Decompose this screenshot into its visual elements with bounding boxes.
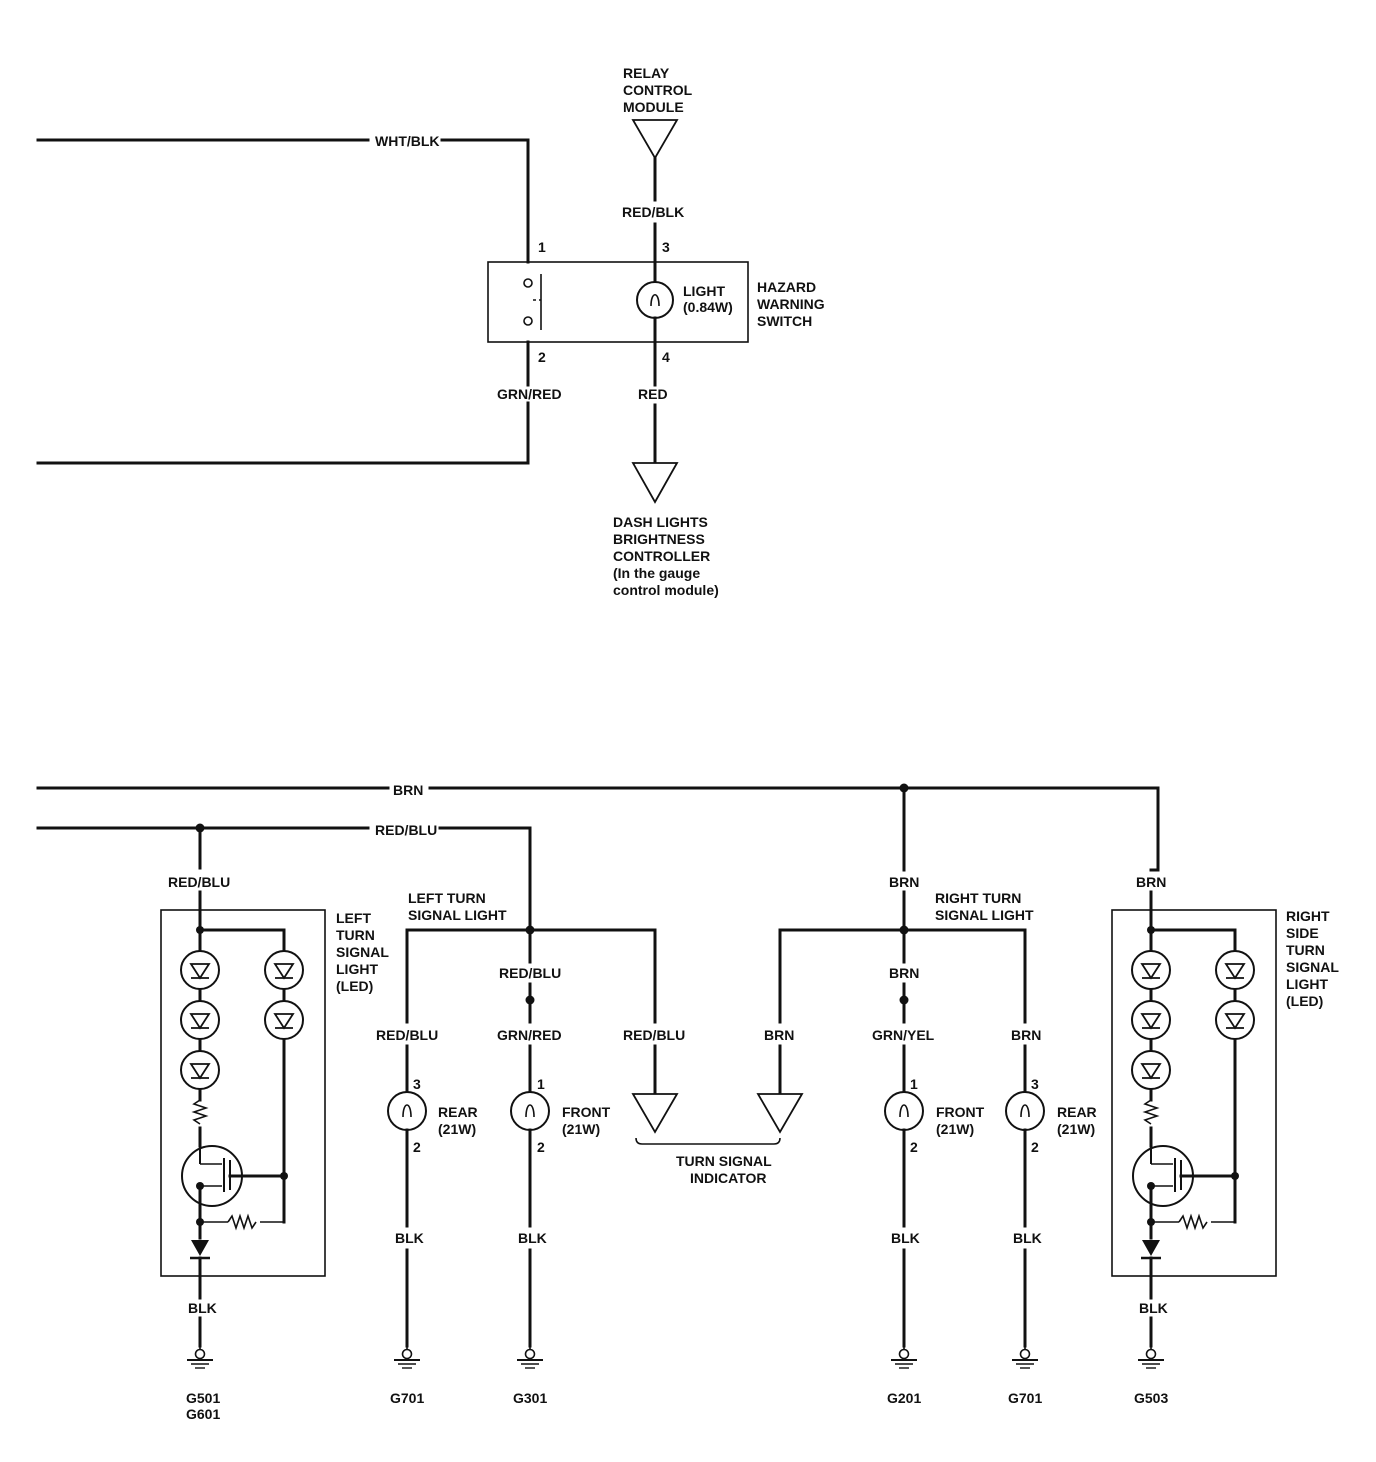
right-rear-pin-top: 3 [1031, 1076, 1039, 1092]
led-icon [1215, 950, 1255, 990]
ground-g701-left: G701 [390, 1390, 424, 1406]
left-rear-wire-label: RED/BLU [376, 1027, 438, 1043]
switch-contact-icon [523, 278, 533, 288]
ground-g701-right: G701 [1008, 1390, 1042, 1406]
left-led-wire-label: RED/BLU [168, 874, 230, 890]
relay-connector-icon [631, 119, 679, 160]
ground-g501: G501 G601 [186, 1390, 224, 1422]
right-led-gnd-wire-label: BLK [1139, 1300, 1168, 1316]
right-led-box [1111, 909, 1277, 1277]
ground-icon [890, 1341, 918, 1369]
left-front-pin-top: 1 [537, 1076, 545, 1092]
right-front-gnd-wire-label: BLK [891, 1230, 920, 1246]
wire-label-wht-blk: WHT/BLK [375, 133, 440, 149]
left-turn-label: LEFT TURN SIGNAL LIGHT [408, 890, 507, 923]
ground-icon [1011, 1341, 1039, 1369]
indicator-left-wire-label: RED/BLU [623, 1027, 685, 1043]
indicator-left-connector-icon [632, 1093, 678, 1133]
led-icon [1215, 1000, 1255, 1040]
right-turn-label: RIGHT TURN SIGNAL LIGHT [935, 890, 1034, 923]
ground-icon [393, 1341, 421, 1369]
led-icon [1131, 1050, 1171, 1090]
right-front-label: FRONT (21W) [936, 1104, 988, 1137]
resistor-icon [1142, 1099, 1160, 1125]
bus-label-red-blu: RED/BLU [375, 822, 437, 838]
left-rear-label: REAR (21W) [438, 1104, 482, 1137]
right-front-pin-top: 1 [910, 1076, 918, 1092]
left-front-pin-bot: 2 [537, 1139, 545, 1155]
led-icon [180, 1050, 220, 1090]
ground-g503: G503 [1134, 1390, 1168, 1406]
hazard-switch-box [487, 261, 749, 343]
led-icon [180, 950, 220, 990]
diode-icon [191, 1240, 209, 1256]
ground-icon [516, 1341, 544, 1369]
ground-g301: G301 [513, 1390, 547, 1406]
indicator-right-wire-label: BRN [764, 1027, 794, 1043]
left-front-upper-wire-label: RED/BLU [499, 965, 561, 981]
pin-3: 3 [662, 239, 670, 255]
led-icon [264, 1000, 304, 1040]
hazard-switch-label: HAZARD WARNING SWITCH [757, 279, 829, 329]
splice-icon [899, 995, 909, 1005]
diode-icon [1142, 1240, 1160, 1256]
indicator-bulb-icon [636, 281, 674, 319]
hazard-circuit: WHT/BLK GRN/RED 1 2 3 4 RELAY CONTROL MO… [36, 65, 829, 598]
turn-signal-indicator-label: TURN SIGNAL INDICATOR [676, 1153, 775, 1186]
right-rear-pin-bot: 2 [1031, 1139, 1039, 1155]
left-front-wire-label: GRN/RED [497, 1027, 562, 1043]
turn-signal-circuit: BRN RED/BLU RED/BLU [36, 782, 1343, 1422]
pin-4: 4 [662, 349, 670, 365]
right-front-pin-bot: 2 [910, 1139, 918, 1155]
light-label: LIGHT (0.84W) [683, 283, 733, 315]
relay-control-module-label: RELAY CONTROL MODULE [623, 65, 696, 115]
wire-label-grn-red: GRN/RED [497, 386, 562, 402]
right-rear-gnd-wire-label: BLK [1013, 1230, 1042, 1246]
left-rear-pin-bot: 2 [413, 1139, 421, 1155]
wire-label-red: RED [638, 386, 668, 402]
led-icon [264, 950, 304, 990]
left-front-gnd-wire-label: BLK [518, 1230, 547, 1246]
right-led-label: RIGHT SIDE TURN SIGNAL LIGHT (LED) [1286, 908, 1343, 1009]
ground-icon [186, 1341, 214, 1369]
bus-label-brn: BRN [393, 782, 423, 798]
right-led-wire-label: BRN [1136, 874, 1166, 890]
right-turn-top-wire-label: BRN [889, 874, 919, 890]
left-front-label: FRONT (21W) [562, 1104, 614, 1137]
splice-icon [525, 995, 535, 1005]
left-rear-gnd-wire-label: BLK [395, 1230, 424, 1246]
left-led-box [160, 909, 326, 1277]
dash-lights-label: DASH LIGHTS BRIGHTNESS CONTROLLER (In th… [613, 514, 719, 598]
left-led-label: LEFT TURN SIGNAL LIGHT (LED) [336, 910, 393, 994]
left-front-bulb-icon [510, 1091, 550, 1131]
right-rear-label: REAR (21W) [1057, 1104, 1101, 1137]
led-icon [180, 1000, 220, 1040]
dash-connector-icon [631, 462, 679, 504]
left-rear-bulb-icon [387, 1091, 427, 1131]
right-rear-bulb-icon [1005, 1091, 1045, 1131]
left-led-gnd-wire-label: BLK [188, 1300, 217, 1316]
right-front-wire-label: GRN/YEL [872, 1027, 935, 1043]
indicator-bracket [635, 1137, 781, 1145]
right-rear-wire-label: BRN [1011, 1027, 1041, 1043]
resistor-icon [191, 1099, 209, 1125]
led-icon [1131, 950, 1171, 990]
ground-g201: G201 [887, 1390, 921, 1406]
right-front-bulb-icon [884, 1091, 924, 1131]
led-icon [1131, 1000, 1171, 1040]
pin-2: 2 [538, 349, 546, 365]
ground-icon [1137, 1341, 1165, 1369]
indicator-right-connector-icon [757, 1093, 803, 1133]
wire-label-red-blk: RED/BLK [622, 204, 684, 220]
pin-1: 1 [538, 239, 546, 255]
left-rear-pin-top: 3 [413, 1076, 421, 1092]
right-front-upper-wire-label: BRN [889, 965, 919, 981]
